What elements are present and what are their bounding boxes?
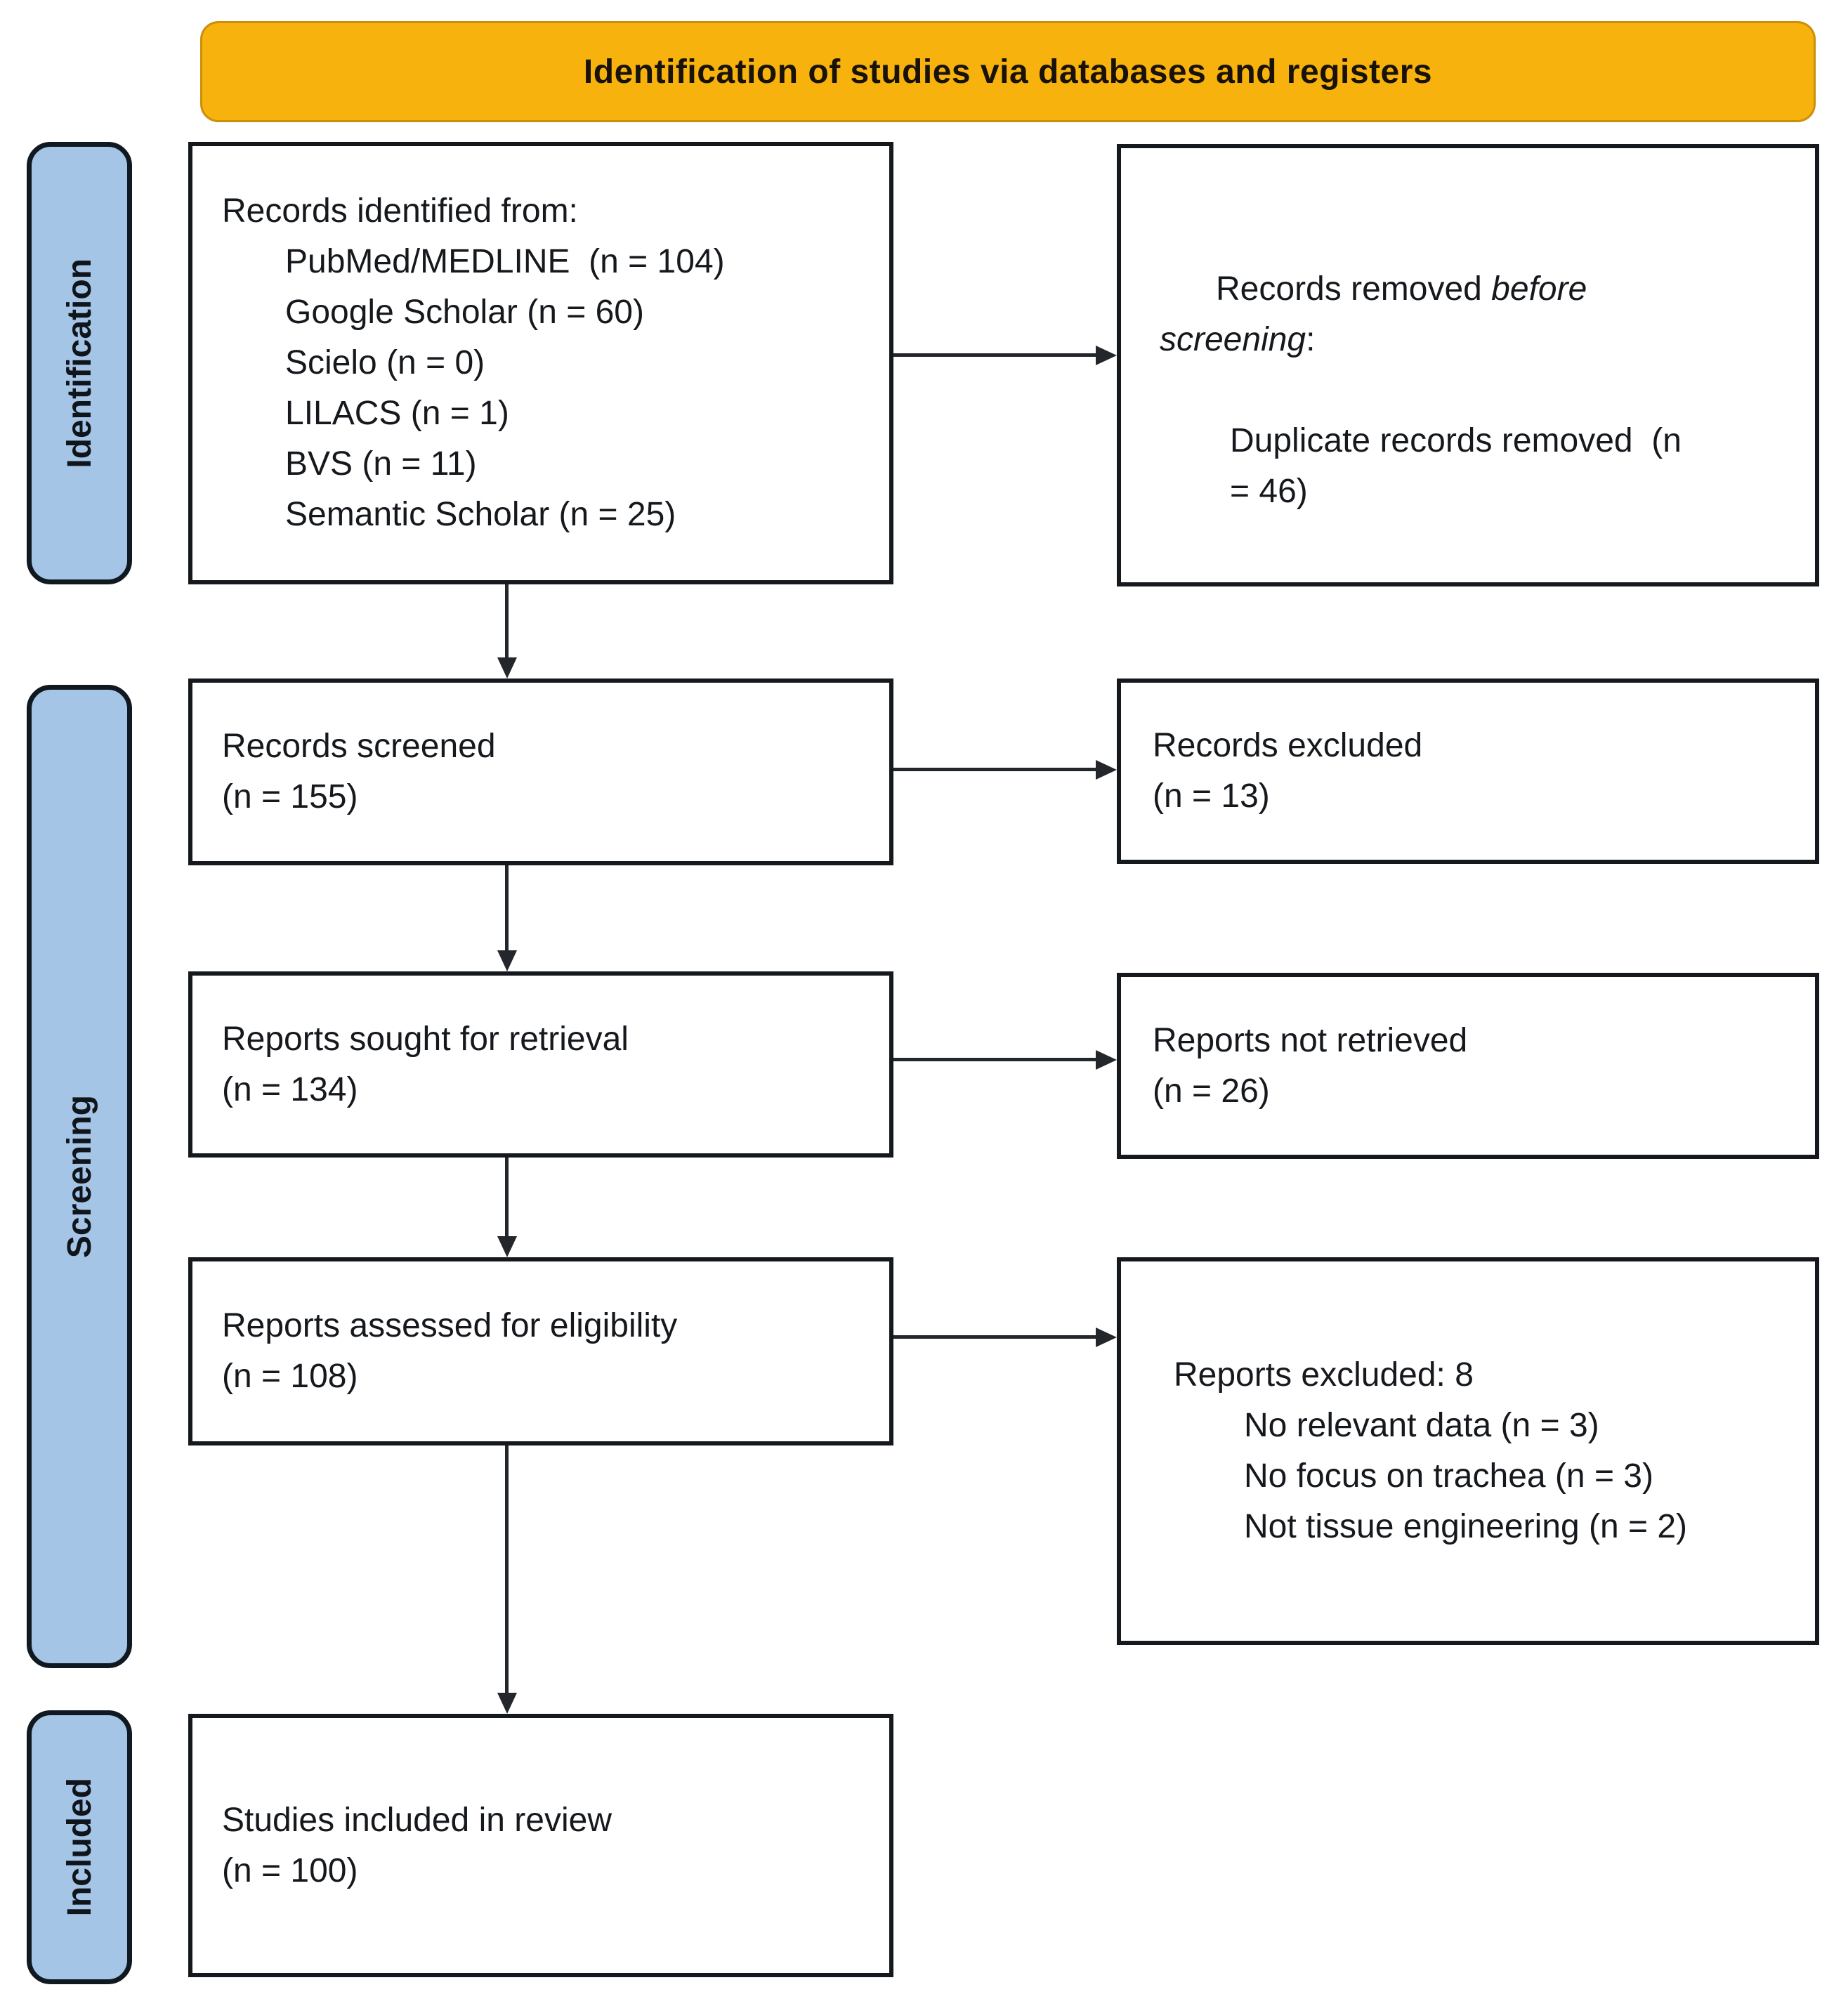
diagram-title: Identification of studies via databases …	[583, 53, 1433, 91]
reports-excluded-item: Not tissue engineering (n = 2)	[1244, 1508, 1688, 1545]
reports-not-retrieved-count: (n = 26)	[1153, 1072, 1270, 1110]
reports-sought-count: (n = 134)	[222, 1070, 358, 1108]
box-records-screened: Records screened (n = 155)	[188, 678, 893, 865]
stage-label-screening-text: Screening	[60, 1094, 98, 1259]
diagram-title-banner: Identification of studies via databases …	[200, 21, 1816, 122]
arrow-screened-to-excluded	[893, 768, 1096, 771]
box-records-identified: Records identified from: PubMed/MEDLINE …	[188, 142, 893, 584]
arrow-sought-to-assessed	[505, 1158, 509, 1236]
arrow-assessed-to-reports-excluded	[893, 1335, 1096, 1339]
reports-not-retrieved-label: Reports not retrieved	[1153, 1021, 1468, 1059]
reports-sought-label: Reports sought for retrieval	[222, 1020, 629, 1058]
records-excluded-label: Records excluded	[1153, 727, 1423, 764]
records-removed-intro-suffix: :	[1306, 321, 1316, 358]
studies-included-count: (n = 100)	[222, 1851, 358, 1889]
reports-assessed-count: (n = 108)	[222, 1358, 358, 1395]
records-screened-count: (n = 155)	[222, 778, 358, 815]
box-reports-sought: Reports sought for retrieval (n = 134)	[188, 971, 893, 1158]
records-removed-intro-prefix: Records removed	[1216, 270, 1492, 308]
reports-excluded-intro: Reports excluded: 8	[1174, 1356, 1474, 1394]
stage-label-identification-text: Identification	[60, 258, 98, 468]
records-identified-item: Scielo (n = 0)	[285, 344, 485, 381]
records-removed-item: Duplicate records removed (n = 46)	[1230, 422, 1691, 510]
arrow-screened-to-sought	[505, 865, 509, 950]
records-identified-item: Google Scholar (n = 60)	[285, 294, 644, 331]
records-removed-intro-italic: before screening	[1160, 270, 1597, 358]
stage-label-included-text: Included	[60, 1778, 98, 1917]
box-records-excluded: Records excluded (n = 13)	[1117, 678, 1819, 864]
records-identified-item: PubMed/MEDLINE (n = 104)	[285, 243, 725, 280]
arrow-identified-to-screened	[505, 584, 509, 657]
records-removed-intro: Records removed before screening:	[1160, 214, 1609, 416]
box-studies-included: Studies included in review (n = 100)	[188, 1714, 893, 1977]
reports-excluded-item: No relevant data (n = 3)	[1244, 1407, 1599, 1444]
records-identified-item: LILACS (n = 1)	[285, 395, 509, 432]
stage-label-included: Included	[27, 1710, 132, 1984]
records-screened-label: Records screened	[222, 728, 496, 765]
arrow-assessed-to-studies-included	[505, 1446, 509, 1693]
reports-assessed-label: Reports assessed for eligibility	[222, 1307, 678, 1344]
records-identified-item: Semantic Scholar (n = 25)	[285, 496, 676, 533]
arrow-sought-to-not-retrieved	[893, 1058, 1096, 1061]
box-reports-not-retrieved: Reports not retrieved (n = 26)	[1117, 973, 1819, 1159]
box-records-removed: Records removed before screening: Duplic…	[1117, 144, 1819, 586]
box-reports-assessed: Reports assessed for eligibility (n = 10…	[188, 1257, 893, 1446]
reports-excluded-item: No focus on trachea (n = 3)	[1244, 1457, 1653, 1495]
stage-label-identification: Identification	[27, 142, 132, 584]
records-identified-item: BVS (n = 11)	[285, 445, 477, 483]
arrow-identified-to-removed	[893, 353, 1096, 357]
records-excluded-count: (n = 13)	[1153, 778, 1270, 815]
box-reports-excluded: Reports excluded: 8 No relevant data (n …	[1117, 1257, 1819, 1645]
records-identified-intro: Records identified from:	[222, 192, 578, 230]
stage-label-screening: Screening	[27, 685, 132, 1668]
studies-included-label: Studies included in review	[222, 1801, 612, 1839]
